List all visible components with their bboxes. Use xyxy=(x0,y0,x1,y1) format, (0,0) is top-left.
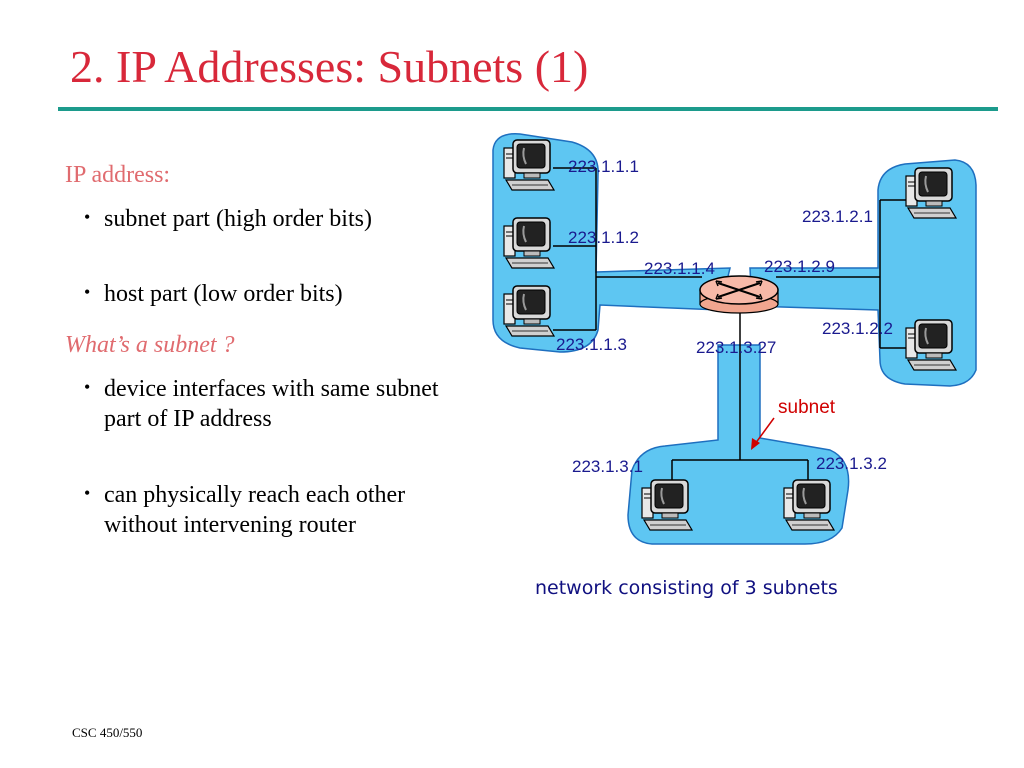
computer-icon-223-1-2-1 xyxy=(905,167,957,219)
bullet-text: host part (low order bits) xyxy=(104,281,343,307)
bullet-dot: • xyxy=(84,483,91,503)
computer-icon-223-1-2-2 xyxy=(905,319,957,371)
bullet-text: device interfaces with same subnet part … xyxy=(104,376,439,432)
link-lines xyxy=(553,167,906,484)
footer-course-label: CSC 450/550 xyxy=(72,725,143,740)
annotation-arrow xyxy=(751,417,775,450)
computer-icon-223-1-3-1 xyxy=(641,479,693,531)
bullet-subnet-part: • subnet part (high order bits) xyxy=(84,204,464,234)
computer-icon-223-1-1-1 xyxy=(503,139,555,191)
ip-label-223-1-2-9: 223.1.2.9 xyxy=(764,257,835,276)
router-icon xyxy=(699,275,779,314)
bullet-text: subnet part (high order bits) xyxy=(104,206,372,232)
computer-icon-223-1-1-2 xyxy=(503,217,555,269)
heading-whats-a-subnet: What’s a subnet ? xyxy=(65,332,235,358)
title-divider xyxy=(58,107,998,111)
ip-label-223-1-1-1: 223.1.1.1 xyxy=(568,157,639,176)
ip-label-223-1-3-2: 223.1.3.2 xyxy=(816,454,887,473)
heading-ip-address: IP address: xyxy=(65,162,171,188)
bullet-device-interfaces: • device interfaces with same subnet par… xyxy=(84,374,464,434)
bullet-host-part: • host part (low order bits) xyxy=(84,279,464,309)
ip-label-223-1-2-1: 223.1.2.1 xyxy=(802,207,873,226)
ip-label-223-1-1-4: 223.1.1.4 xyxy=(644,259,715,278)
ip-label-223-1-1-2: 223.1.1.2 xyxy=(568,228,639,247)
bullet-text: can physically reach each other without … xyxy=(104,482,406,538)
bullet-dot: • xyxy=(84,207,91,227)
slide-title: 2. IP Addresses: Subnets (1) xyxy=(70,41,589,92)
computer-icon-223-1-3-2 xyxy=(783,479,835,531)
ip-label-223-1-3-1: 223.1.3.1 xyxy=(572,457,643,476)
bullet-physically-reach: • can physically reach each other withou… xyxy=(84,480,464,540)
ip-label-223-1-1-3: 223.1.1.3 xyxy=(556,335,627,354)
ip-label-223-1-2-2: 223.1.2.2 xyxy=(822,319,893,338)
bullet-dot: • xyxy=(84,377,91,397)
diagram-caption: network consisting of 3 subnets xyxy=(535,577,838,599)
subnet-annotation-label: subnet xyxy=(778,397,836,418)
computer-icon-223-1-1-3 xyxy=(503,285,555,337)
ip-label-223-1-3-27: 223.1.3.27 xyxy=(696,338,776,357)
bullet-dot: • xyxy=(84,282,91,302)
